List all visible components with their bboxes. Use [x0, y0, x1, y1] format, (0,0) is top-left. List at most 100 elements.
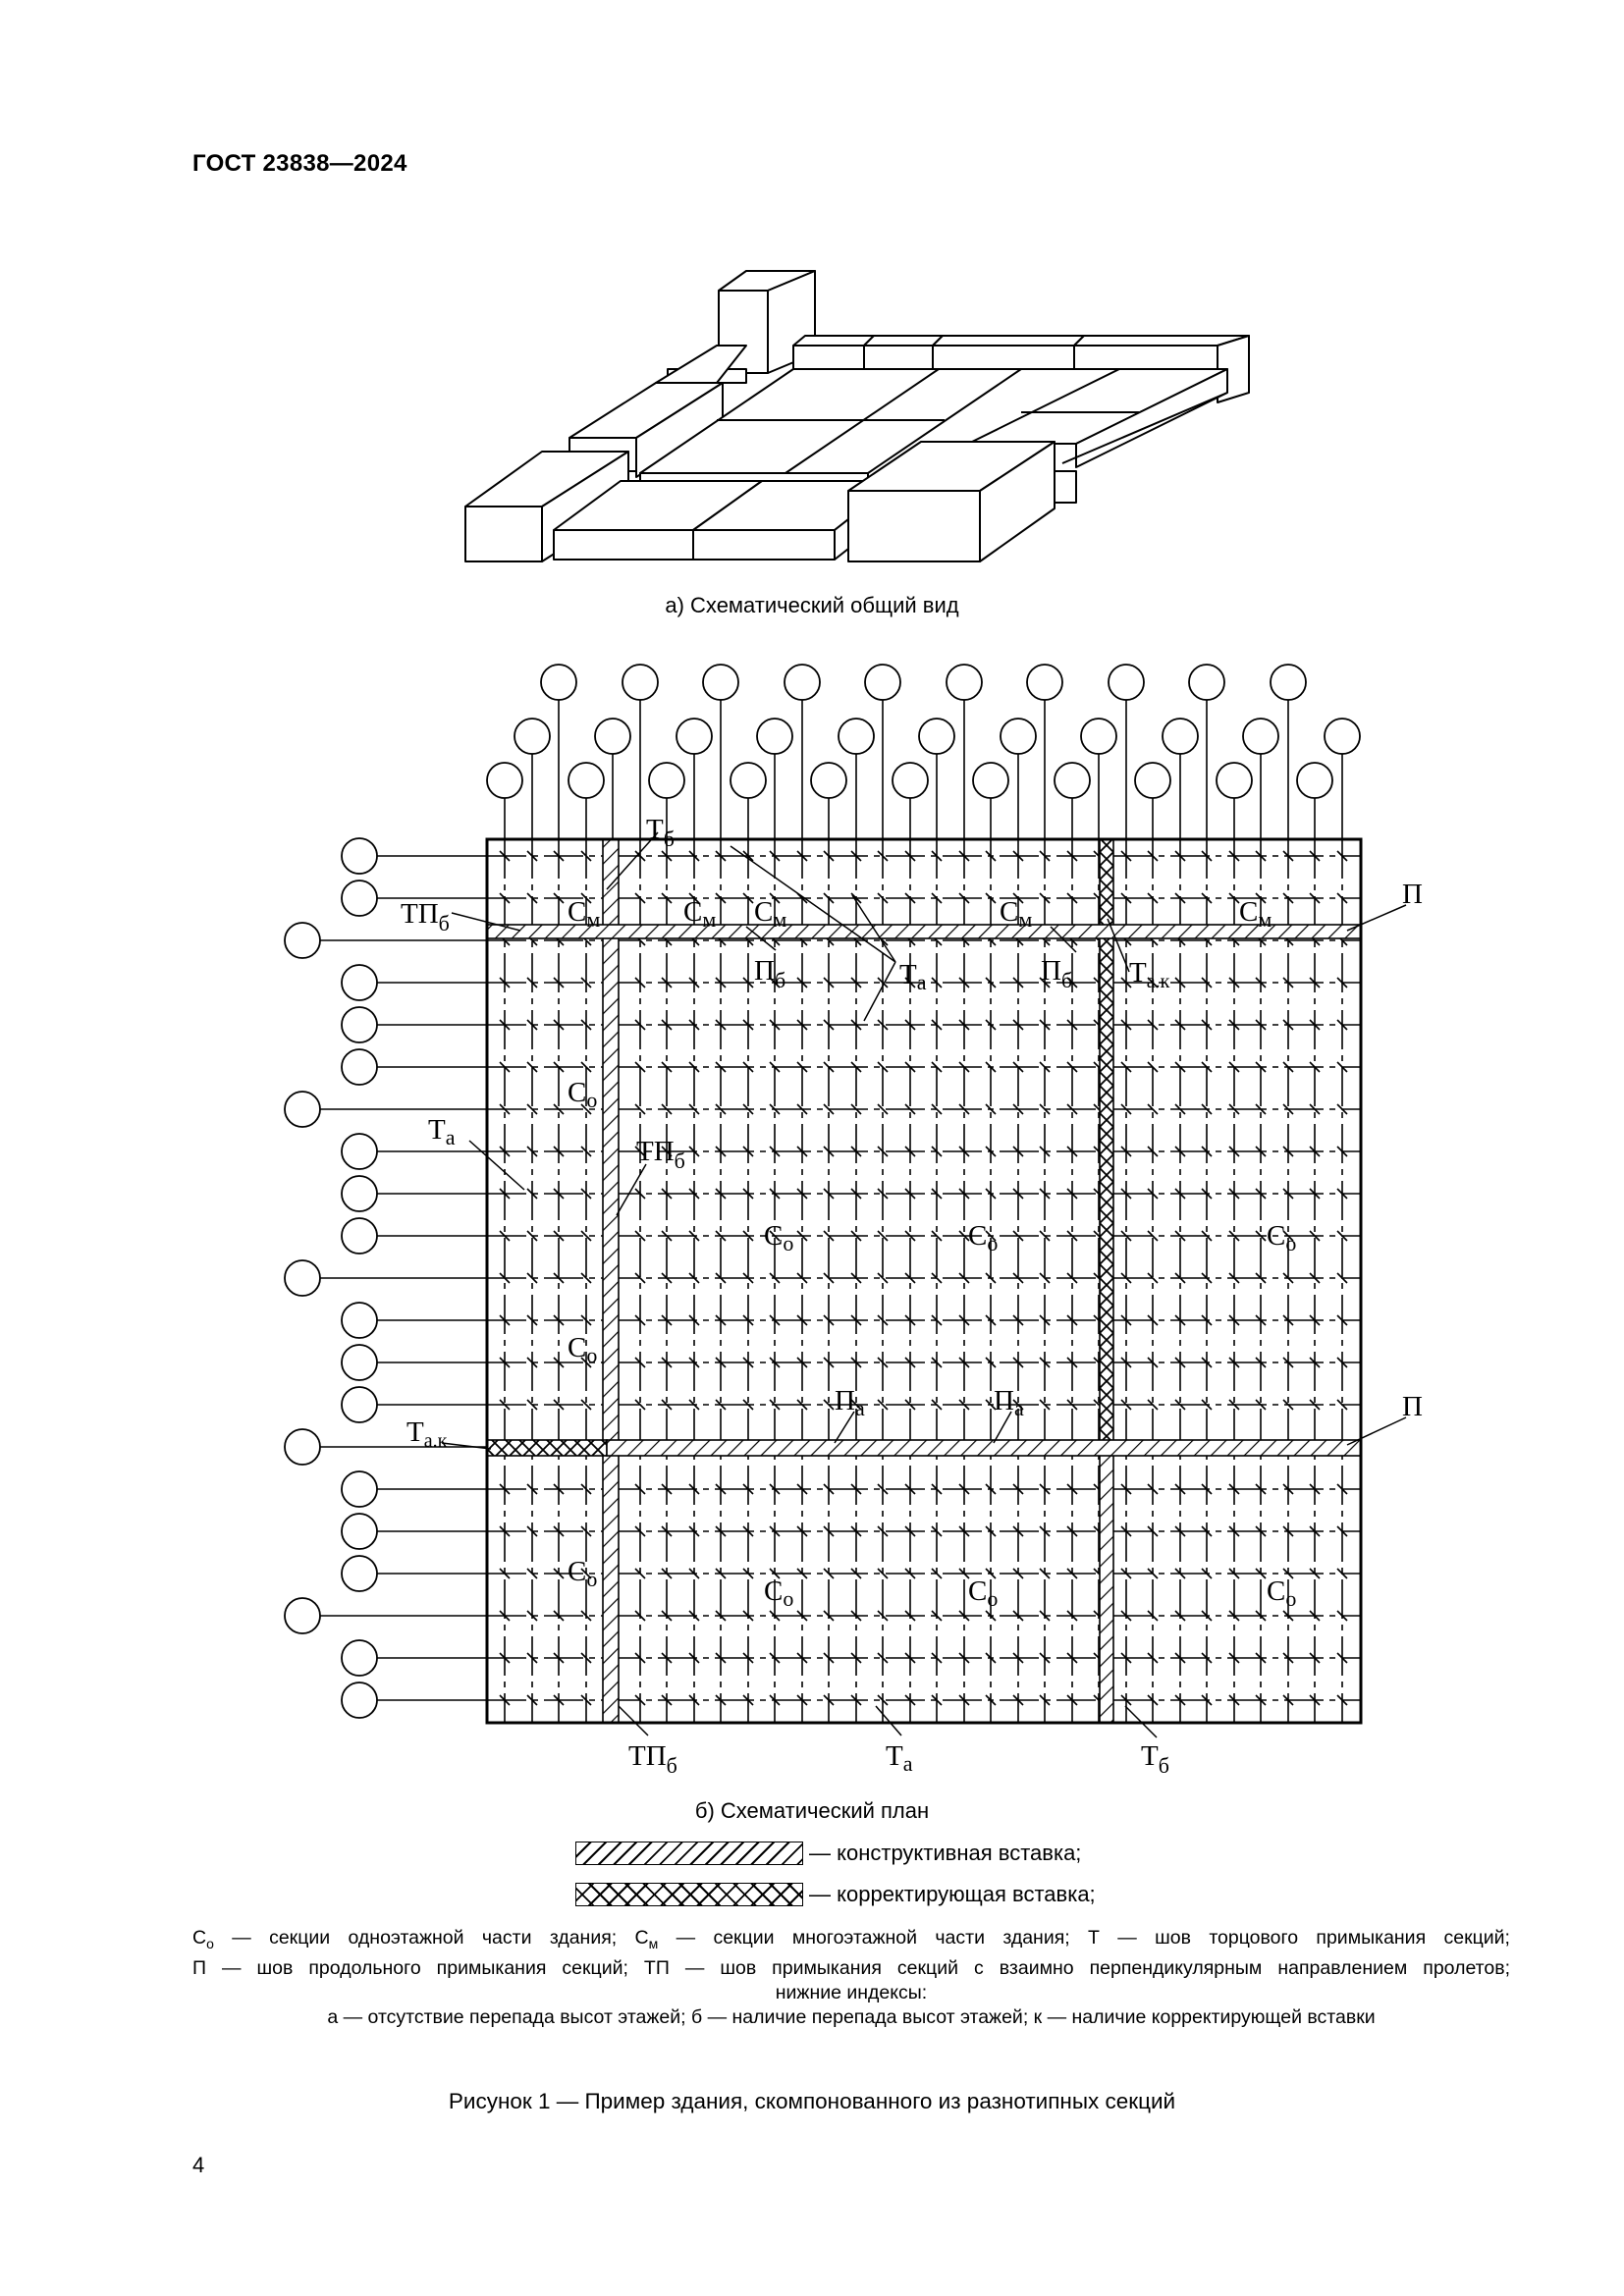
grid-tick	[850, 1314, 862, 1326]
grid-tick	[1066, 1568, 1078, 1579]
grid-tick	[931, 1652, 943, 1664]
axis-bubble-top	[676, 718, 713, 755]
grid-tick	[1309, 1146, 1321, 1157]
grid-tick	[823, 1146, 835, 1157]
grid-tick	[1120, 1399, 1132, 1411]
grid-tick	[715, 1061, 727, 1073]
label-pb-top-2: Пб	[1041, 955, 1072, 992]
grid-tick	[634, 1483, 646, 1495]
grid-tick	[769, 1061, 781, 1073]
grid-tick	[796, 1188, 808, 1200]
grid-tick	[499, 1483, 511, 1495]
grid-tick	[1255, 1525, 1267, 1537]
grid-tick	[553, 1103, 565, 1115]
grid-tick	[553, 1019, 565, 1031]
grid-tick	[1066, 1357, 1078, 1368]
grid-tick	[1174, 1230, 1186, 1242]
grid-tick	[877, 1525, 889, 1537]
grid-tick	[1336, 1230, 1348, 1242]
grid-tick	[1147, 1483, 1159, 1495]
grid-tick	[850, 1272, 862, 1284]
grid-tick	[904, 1652, 916, 1664]
grid-tick	[877, 850, 889, 862]
grid-tick	[499, 1146, 511, 1157]
grid-tick	[985, 850, 997, 862]
grid-tick	[1309, 1694, 1321, 1706]
grid-tick	[1147, 1694, 1159, 1706]
grid-tick	[742, 1272, 754, 1284]
grid-tick	[1066, 1230, 1078, 1242]
grid-tick	[688, 1230, 700, 1242]
grid-tick	[1228, 1272, 1240, 1284]
grid-tick	[715, 977, 727, 988]
grid-tick	[985, 1103, 997, 1115]
grid-tick	[1282, 1652, 1294, 1664]
figure-caption: Рисунок 1 — Пример здания, скомпонованно…	[448, 2089, 1176, 2113]
grid-tick	[1201, 1399, 1213, 1411]
grid-tick	[1174, 1694, 1186, 1706]
grid-tick	[1147, 1019, 1159, 1031]
grid-tick	[1120, 1019, 1132, 1031]
grid-tick	[526, 850, 538, 862]
grid-tick	[1336, 977, 1348, 988]
grid-tick	[1336, 1357, 1348, 1368]
grid-tick	[1282, 850, 1294, 862]
grid-tick	[823, 1019, 835, 1031]
grid-tick	[958, 977, 970, 988]
grid-tick	[1309, 1230, 1321, 1242]
grid-tick	[661, 892, 673, 904]
grid-tick	[1174, 1272, 1186, 1284]
grid-tick	[499, 850, 511, 862]
grid-tick	[769, 1103, 781, 1115]
grid-tick	[769, 892, 781, 904]
label-pb-top-right: Пб	[1402, 879, 1424, 916]
grid-tick	[1066, 1399, 1078, 1411]
grid-tick	[715, 1146, 727, 1157]
grid-tick	[688, 1103, 700, 1115]
grid-tick	[1039, 1483, 1051, 1495]
axis-bubble-top	[1080, 718, 1117, 755]
grid-tick	[553, 1272, 565, 1284]
grid-tick	[1336, 850, 1348, 862]
grid-tick	[769, 1568, 781, 1579]
grid-tick	[877, 1061, 889, 1073]
grid-tick	[850, 1061, 862, 1073]
grid-tick	[958, 1103, 970, 1115]
grid-tick	[823, 1272, 835, 1284]
grid-tick	[499, 1314, 511, 1326]
grid-tick	[877, 1694, 889, 1706]
grid-tick	[742, 1188, 754, 1200]
grid-tick	[742, 1314, 754, 1326]
grid-tick	[1282, 1357, 1294, 1368]
grid-tick	[904, 1103, 916, 1115]
grid-tick	[580, 1357, 592, 1368]
grid-tick	[850, 1357, 862, 1368]
grid-tick	[1201, 1146, 1213, 1157]
legend-structural-text: — конструктивная вставка;	[809, 1841, 1082, 1865]
grid-tick	[1174, 1525, 1186, 1537]
grid-tick	[688, 1399, 700, 1411]
grid-tick	[958, 1694, 970, 1706]
grid-tick	[1336, 1525, 1348, 1537]
grid-tick	[1012, 1568, 1024, 1579]
grid-tick	[796, 1568, 808, 1579]
grid-tick	[1255, 1061, 1267, 1073]
grid-tick	[823, 1357, 835, 1368]
grid-tick	[1147, 892, 1159, 904]
grid-tick	[661, 1019, 673, 1031]
axis-bubble-top	[540, 664, 577, 701]
grid-tick	[1120, 1272, 1132, 1284]
axis-bubble-left	[341, 1344, 378, 1381]
grid-tick	[553, 1610, 565, 1622]
grid-tick	[958, 1146, 970, 1157]
grid-tick	[985, 1399, 997, 1411]
label-pb-mid-right: Пб	[1402, 1391, 1424, 1428]
grid-tick	[985, 1483, 997, 1495]
grid-tick	[1201, 1568, 1213, 1579]
grid-tick	[661, 1694, 673, 1706]
grid-tick	[715, 1019, 727, 1031]
axis-bubble-top	[864, 664, 901, 701]
axis-bubble-left	[341, 1175, 378, 1212]
grid-tick	[958, 1314, 970, 1326]
grid-tick	[634, 1525, 646, 1537]
